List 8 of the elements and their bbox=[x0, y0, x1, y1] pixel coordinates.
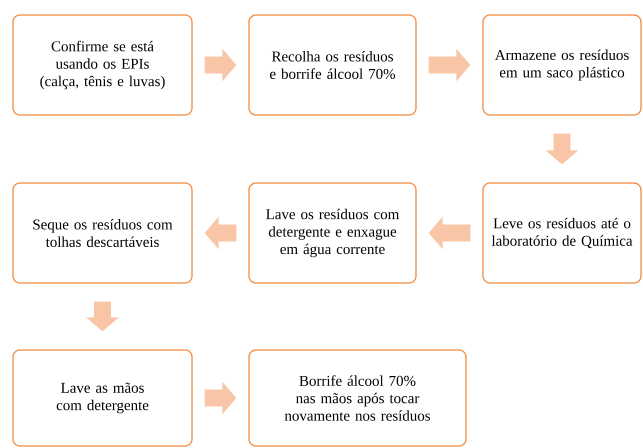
process-box: Confirme se está usando os EPIs (calça, tênis e luvas) bbox=[12, 14, 193, 116]
process-box: Armazene os resíduos em um saco plástico bbox=[482, 14, 642, 116]
process-box: Lave as mãos com detergente bbox=[12, 349, 193, 447]
process-box: Leve os resíduos até o laboratório de Química bbox=[482, 182, 642, 284]
process-box: Recolha os resíduos e borrife álcool 70% bbox=[248, 14, 417, 116]
process-box: Borrife álcool 70% nas mãos após tocar novamente nos resíduos bbox=[248, 349, 467, 447]
process-box: Lave os resíduos com detergente e enxague em água corrente bbox=[248, 182, 417, 284]
process-box: Seque os resíduos com tolhas descartáveis bbox=[12, 182, 193, 284]
